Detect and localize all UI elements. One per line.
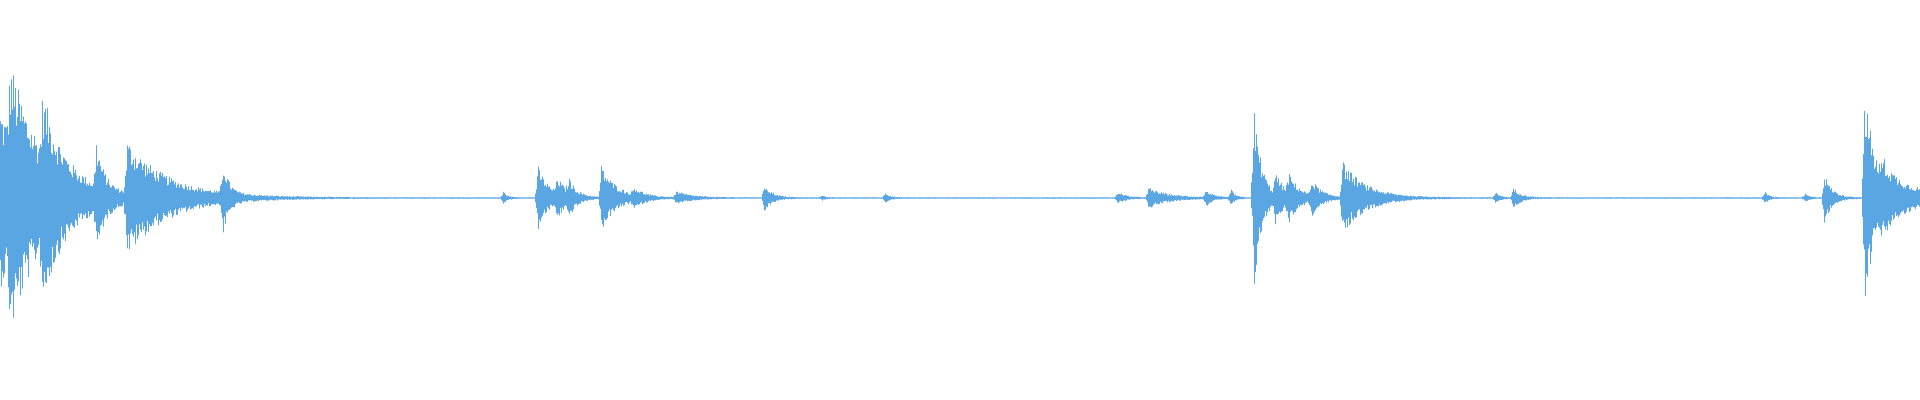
waveform-path <box>0 75 1920 318</box>
waveform-bars <box>0 75 1920 318</box>
